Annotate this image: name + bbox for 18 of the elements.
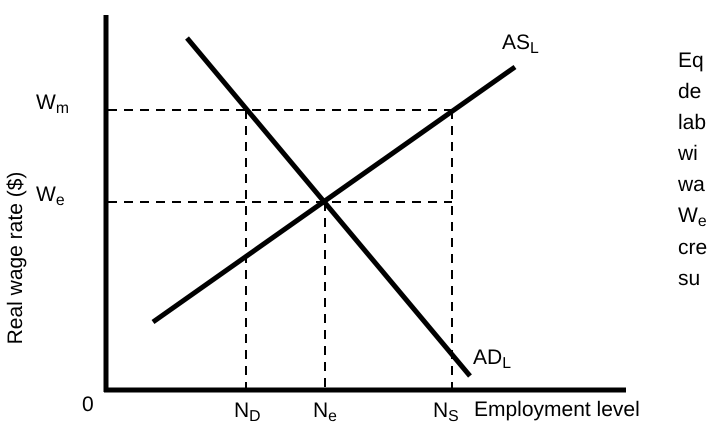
axis-title: Employment level xyxy=(474,397,640,423)
axis-title: Real wage rate ($) xyxy=(3,172,28,344)
body-text: wi xyxy=(678,141,698,167)
body-text: Eq xyxy=(678,48,704,74)
body-text: su xyxy=(678,266,700,292)
axis-tick-label: 0 xyxy=(82,392,94,418)
body-text: W$_{e}$ xyxy=(678,203,707,229)
body-text: de xyxy=(678,79,702,105)
axis-tick-label: W$_{e}$ xyxy=(36,182,65,208)
body-text: wa xyxy=(678,172,705,198)
curve-label: AS$_{L}$ xyxy=(502,30,539,56)
body-text: lab xyxy=(678,110,706,136)
axis-tick-label: N$_{D}$ xyxy=(234,398,261,424)
axis-tick-label: N$_{e}$ xyxy=(313,398,337,424)
curve-label: AD$_{L}$ xyxy=(473,345,511,371)
axis-tick-label: N$_{S}$ xyxy=(433,398,459,424)
body-text: cre xyxy=(678,235,708,261)
axis-tick-label: W$_{m}$ xyxy=(36,90,69,116)
